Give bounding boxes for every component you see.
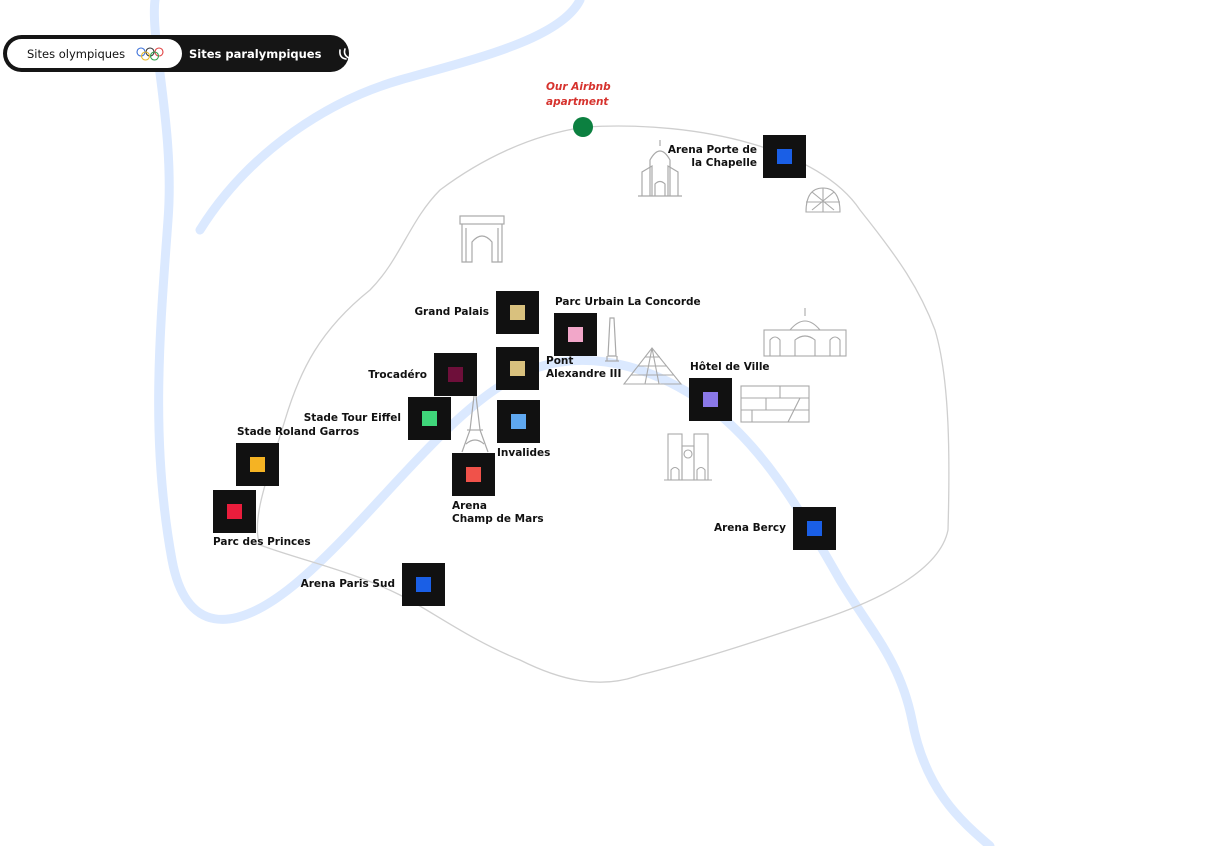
obelisk-icon <box>605 317 619 362</box>
airbnb-label-line2: apartment <box>546 96 609 108</box>
venue-marker-tour-eiffel-swatch <box>422 411 437 426</box>
venue-label-roland-garros[interactable]: Stade Roland Garros <box>237 426 360 438</box>
paralympic-sites-tab[interactable]: Sites paralympiques <box>183 39 359 68</box>
venue-label-porte-chapelle[interactable]: Arena Porte de la Chapelle <box>668 144 757 170</box>
venue-label-champ-mars[interactable]: Arena Champ de Mars <box>452 500 544 526</box>
seine-river <box>149 0 995 846</box>
site-type-toggle: Sites olympiques Sites paralympiques <box>3 35 359 72</box>
olympic-sites-label: Sites olympiques <box>27 46 126 61</box>
venue-marker-roland-garros[interactable] <box>236 443 279 486</box>
venue-marker-paris-sud[interactable] <box>402 563 445 606</box>
louvre-pyramid-icon <box>622 347 683 385</box>
venue-marker-champ-mars-swatch <box>466 467 481 482</box>
venue-label-pont-alexandre-line1: Pont <box>546 355 574 367</box>
venue-marker-porte-chapelle-swatch <box>777 149 792 164</box>
venue-marker-trocadero[interactable] <box>434 353 477 396</box>
venue-label-hotel-ville[interactable]: Hôtel de Ville <box>690 361 770 373</box>
venue-marker-concorde[interactable] <box>554 313 597 356</box>
paris-city-outline <box>256 125 950 683</box>
geode-icon <box>805 187 841 213</box>
venue-marker-paris-sud-swatch <box>416 577 431 592</box>
venue-marker-roland-garros-swatch <box>250 457 265 472</box>
centre-pompidou-icon <box>740 385 810 423</box>
venue-label-invalides[interactable]: Invalides <box>497 447 551 459</box>
venue-label-paris-sud[interactable]: Arena Paris Sud <box>300 578 395 590</box>
venue-marker-champ-mars[interactable] <box>452 453 495 496</box>
venue-label-champ-mars-line1: Arena <box>452 500 487 512</box>
opera-icon <box>763 308 847 357</box>
venue-label-trocadero[interactable]: Trocadéro <box>368 369 427 381</box>
paralympic-sites-label: Sites paralympiques <box>189 46 322 61</box>
venue-label-bercy[interactable]: Arena Bercy <box>713 522 786 534</box>
venue-marker-trocadero-swatch <box>448 367 463 382</box>
venue-label-pont-alexandre-line2: Alexandre III <box>546 368 622 380</box>
venue-marker-pont-alexandre-swatch <box>510 361 525 376</box>
airbnb-label: Our Airbnb apartment <box>546 80 626 110</box>
olympic-sites-tab[interactable]: Sites olympiques <box>7 39 182 68</box>
venue-marker-grand-palais-swatch <box>510 305 525 320</box>
venue-label-champ-mars-line2: Champ de Mars <box>452 513 544 525</box>
venue-marker-bercy-swatch <box>807 521 822 536</box>
venue-label-grand-palais[interactable]: Grand Palais <box>414 306 489 318</box>
airbnb-label-line1: Our Airbnb <box>546 81 611 93</box>
notre-dame-icon <box>664 433 712 481</box>
venue-marker-concorde-swatch <box>568 327 583 342</box>
venue-marker-parc-princes-swatch <box>227 504 242 519</box>
paralympic-agitos-icon <box>337 46 359 62</box>
venue-marker-porte-chapelle[interactable] <box>763 135 806 178</box>
venue-marker-hotel-ville[interactable] <box>689 378 732 421</box>
venue-marker-invalides-swatch <box>511 414 526 429</box>
venue-label-porte-chapelle-line1: Arena Porte de <box>667 144 757 156</box>
venue-label-porte-chapelle-line2: la Chapelle <box>691 157 757 169</box>
venue-label-parc-princes[interactable]: Parc des Princes <box>213 536 311 548</box>
venue-label-pont-alexandre[interactable]: Pont Alexandre III <box>546 355 621 381</box>
sacre-coeur-icon <box>638 140 682 197</box>
seine-branch <box>195 0 585 235</box>
venue-marker-grand-palais[interactable] <box>496 291 539 334</box>
venue-marker-tour-eiffel[interactable] <box>408 397 451 440</box>
venue-marker-pont-alexandre[interactable] <box>496 347 539 390</box>
olympic-rings-icon <box>135 46 165 61</box>
arc-de-triomphe-icon <box>459 215 505 263</box>
venue-marker-bercy[interactable] <box>793 507 836 550</box>
venue-marker-parc-princes[interactable] <box>213 490 256 533</box>
venue-marker-hotel-ville-swatch <box>703 392 718 407</box>
venue-label-tour-eiffel[interactable]: Stade Tour Eiffel <box>303 412 401 424</box>
airbnb-location-pin[interactable] <box>573 117 593 137</box>
venue-label-concorde[interactable]: Parc Urbain La Concorde <box>555 296 701 308</box>
venue-marker-invalides[interactable] <box>497 400 540 443</box>
